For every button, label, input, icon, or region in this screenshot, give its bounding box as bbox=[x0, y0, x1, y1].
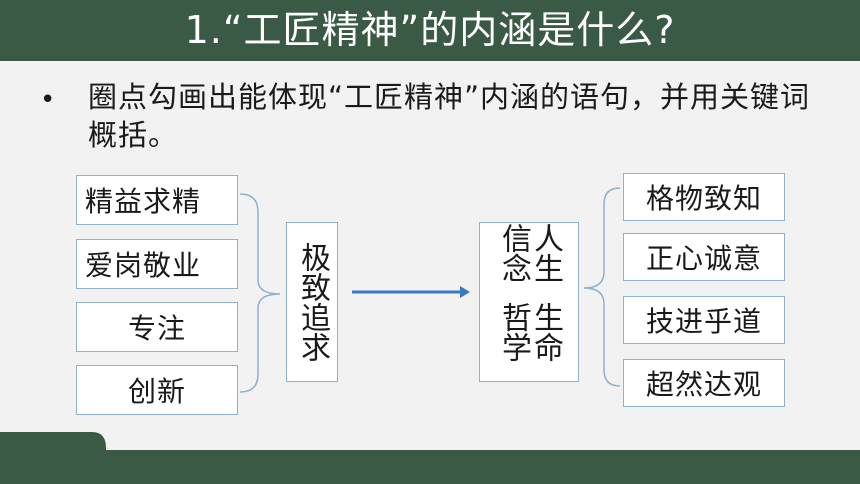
belief-column-2: 生命哲学 bbox=[496, 302, 563, 362]
left-item-2: 爱岗敬业 bbox=[76, 239, 238, 289]
right-item-2: 正心诚意 bbox=[623, 233, 785, 281]
right-item-3: 技进乎道 bbox=[623, 296, 785, 344]
instruction-text: 圈点勾画出能体现“工匠精神”内涵的语句，并用关键词概括。 bbox=[88, 80, 811, 152]
header-bar bbox=[0, 0, 860, 61]
belief-column-1: 人生信念 bbox=[496, 223, 563, 283]
footer-bar bbox=[0, 432, 860, 484]
center-box-pursuit: 极致追求 bbox=[286, 222, 338, 382]
left-item-3: 专注 bbox=[76, 302, 238, 352]
right-item-4: 超然达观 bbox=[623, 359, 785, 407]
right-item-1: 格物致知 bbox=[623, 173, 785, 221]
left-item-1: 精益求精 bbox=[76, 175, 238, 225]
bullet-dot: • bbox=[40, 85, 56, 115]
center-box-belief: 人生信念 生命哲学 bbox=[479, 222, 579, 382]
left-item-4: 创新 bbox=[76, 365, 238, 415]
page-title: 1.“工匠精神”的内涵是什么? bbox=[184, 8, 676, 52]
